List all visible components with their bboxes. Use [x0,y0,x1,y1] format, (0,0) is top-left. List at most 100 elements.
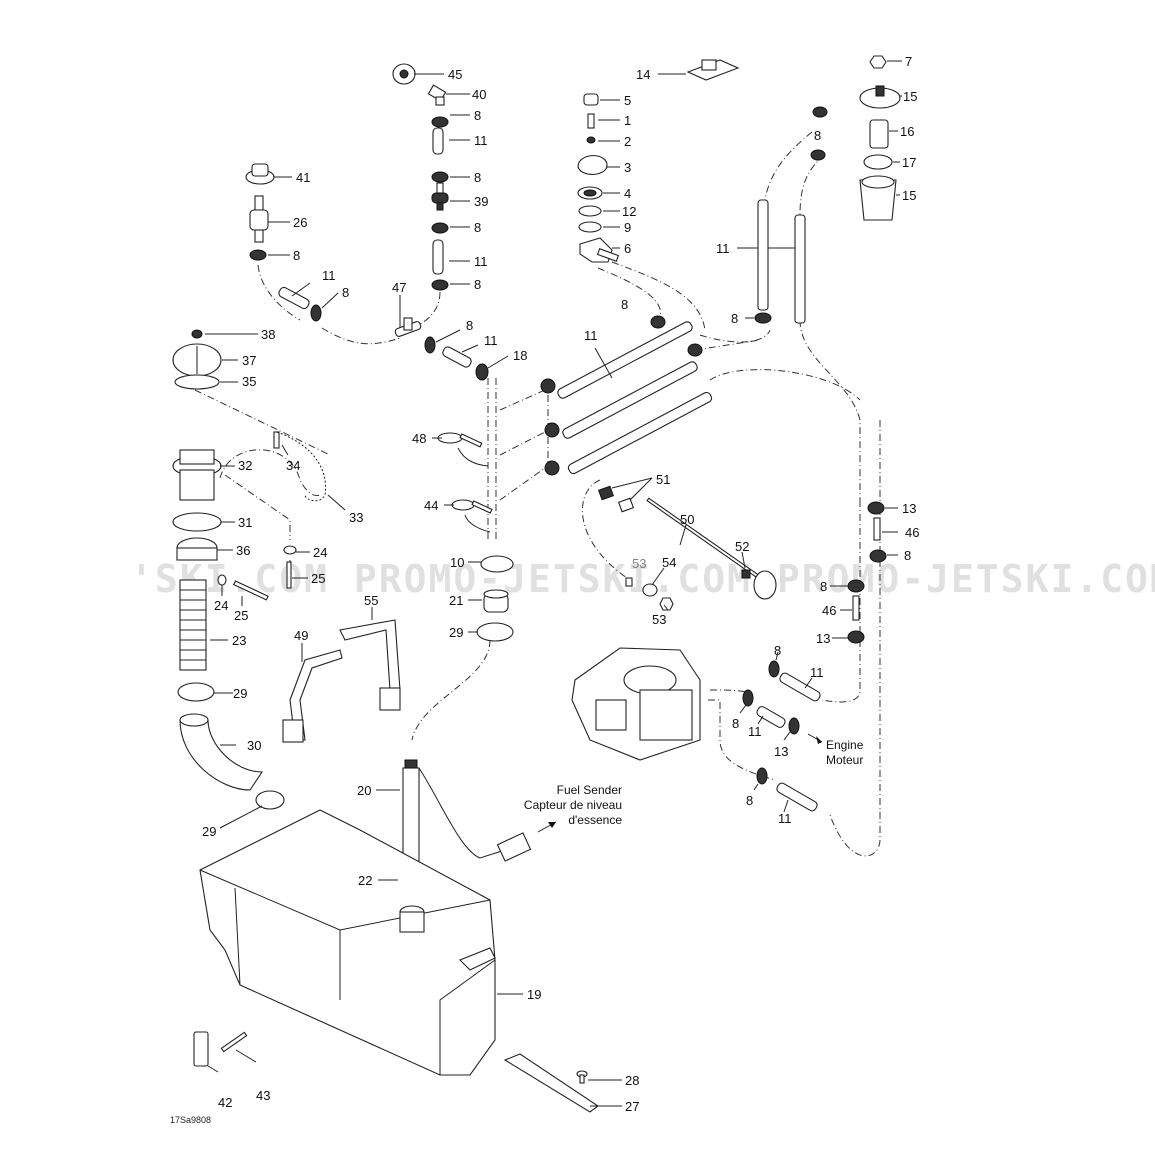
callout-11: 11 [748,724,762,739]
part-11-hose[interactable] [432,127,444,155]
part-12-washer[interactable] [578,205,602,217]
part-11-hose[interactable] [561,360,698,439]
part-49-strap[interactable] [282,649,343,743]
part-30-elbow-hose[interactable] [179,713,264,791]
callout-23: 23 [232,633,246,648]
part-8-clamp[interactable] [754,312,772,324]
part-11-hose[interactable] [567,391,713,475]
part-44-tie[interactable] [451,499,493,514]
part-8-clamp[interactable] [756,767,768,785]
part-29-clamp[interactable] [177,682,215,702]
carburetor[interactable] [571,647,701,761]
part-8-clamp[interactable] [847,579,865,593]
part-25-rivet[interactable] [286,561,292,589]
part-24-washer[interactable] [217,574,227,586]
part-8-clamp[interactable] [742,689,754,707]
callout-11: 11 [474,133,488,148]
part-8-clamp[interactable] [869,549,887,563]
part-18-clamp[interactable] [544,460,560,476]
part-25-rivet[interactable] [233,580,269,601]
part-24-washer[interactable] [283,545,297,555]
part-8-clamp[interactable] [431,116,449,128]
part-19-fuel-tank[interactable] [199,809,496,1076]
part-11-hose[interactable] [278,286,311,310]
part-18-clamp[interactable] [475,363,489,381]
part-11-hose[interactable] [556,320,693,399]
part-40-elbow[interactable] [427,84,447,106]
part-21-bushing[interactable] [483,589,509,613]
part-11-hose[interactable] [757,199,769,311]
part-34-screw[interactable] [273,431,280,449]
part-20-fuel-sender[interactable] [402,759,420,867]
fuel-sender-label-en: Fuel Sender [557,783,622,797]
part-53-nut[interactable] [625,577,633,587]
part-18-clamp[interactable] [540,378,556,394]
part-48-tie[interactable] [437,432,483,448]
part-16-filter-element[interactable] [869,119,889,149]
part-47-tee[interactable] [394,317,422,337]
part-46-connector[interactable] [852,595,860,621]
part-31-gasket[interactable] [172,512,222,532]
part-36-nut[interactable] [176,537,218,561]
part-55-strap[interactable] [339,619,401,711]
part-17-o-ring[interactable] [863,154,893,170]
part-26-check-valve[interactable] [249,195,269,243]
part-41-grommet[interactable] [245,163,275,185]
part-8-clamp[interactable] [310,304,322,322]
part-43-rivet[interactable] [220,1031,248,1053]
part-8-clamp[interactable] [810,149,826,161]
part-11-hose[interactable] [794,214,806,324]
part-45-cap[interactable] [392,63,416,85]
part-3-cover[interactable] [577,155,608,175]
part-7-nut[interactable] [869,55,887,69]
part-13-clamp[interactable] [867,501,885,515]
part-11-hose[interactable] [441,346,472,369]
part-15-filter-head[interactable] [859,85,901,109]
callout-10: 10 [450,555,464,570]
part-8-clamp[interactable] [431,279,449,291]
part-8-clamp[interactable] [650,315,666,329]
callout-12: 12 [622,204,636,219]
part-14-bracket[interactable] [686,59,740,81]
part-38-plug[interactable] [191,329,203,339]
part-9-washer[interactable] [578,221,602,233]
part-53-nut[interactable] [659,597,674,611]
part-11-hose[interactable] [775,782,818,813]
part-5-plug[interactable] [583,93,599,106]
part-8-clamp[interactable] [768,660,780,678]
part-29-clamp[interactable] [255,790,285,810]
part-54-washer[interactable] [642,583,658,597]
part-13-clamp[interactable] [847,630,865,644]
part-15-filter-bowl[interactable] [859,175,897,221]
part-35-gasket[interactable] [174,374,220,390]
part-8-clamp[interactable] [812,106,828,118]
part-23-fill-hose[interactable] [179,579,207,671]
callout-44: 44 [424,498,438,513]
part-39-filter[interactable] [431,182,449,211]
part-8-clamp[interactable] [249,249,267,261]
part-32-filler-neck[interactable] [172,449,222,501]
part-8-clamp[interactable] [424,336,436,354]
part-37-filler-cap[interactable] [172,343,222,377]
part-29-clamp[interactable] [476,622,514,642]
part-8-clamp[interactable] [431,222,449,234]
part-6-valve[interactable] [579,237,620,263]
sender-connector[interactable] [496,832,532,862]
part-28-screw[interactable] [576,1070,588,1084]
part-4-nut[interactable] [577,186,603,200]
part-2-washer[interactable] [586,136,596,144]
part-8-clamp[interactable] [687,343,703,357]
part-11-hose[interactable] [778,672,821,703]
part-52-knob[interactable] [741,569,777,600]
part-8-clamp[interactable] [431,171,449,183]
part-33-chain[interactable] [276,431,326,502]
part-13-clamp[interactable] [788,717,800,735]
part-18-clamp[interactable] [544,422,560,438]
part-42-bracket[interactable] [193,1031,209,1067]
part-46-connector[interactable] [873,517,881,541]
part-10-clamp[interactable] [480,555,514,573]
part-51-gasket[interactable] [598,485,635,513]
part-11-hose[interactable] [756,705,787,729]
part-11-hose[interactable] [432,239,444,275]
part-1-screw[interactable] [587,113,595,129]
